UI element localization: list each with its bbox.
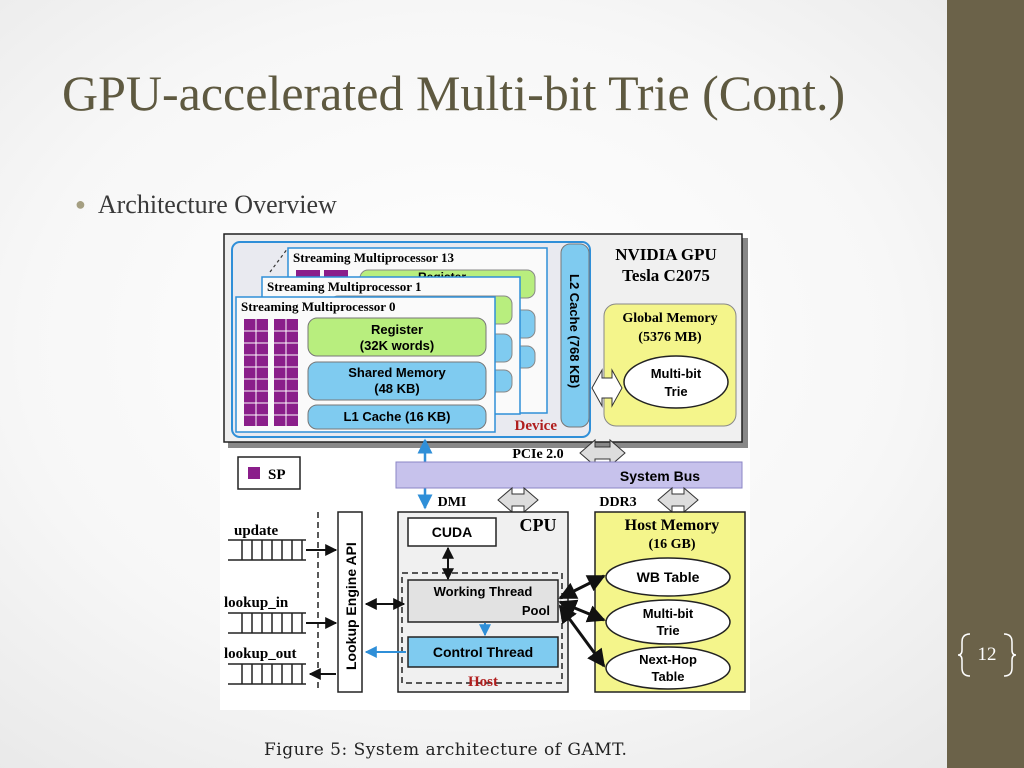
queue-update-buffer — [228, 539, 306, 561]
shared-memory-label: Shared Memory — [348, 365, 446, 380]
nexthop-table-label-2: Table — [652, 669, 685, 684]
l1-cache-label: L1 Cache (16 KB) — [344, 409, 451, 424]
queue-lookup-out-buffer — [228, 663, 306, 685]
sm-13-label: Streaming Multiprocessor 13 — [293, 250, 455, 265]
ddr3-label: DDR3 — [599, 495, 636, 510]
working-thread-label: Working Thread — [434, 584, 533, 599]
sm-0-sp-grid-right — [274, 319, 298, 426]
gpu-trie-node — [623, 355, 729, 409]
working-thread-pool-box — [407, 579, 559, 623]
device-label: Device — [515, 418, 558, 434]
l2-cache-box — [560, 243, 590, 428]
slide-number: 12 — [977, 644, 997, 665]
queue-lookup-out-label: lookup_out — [224, 646, 297, 662]
host-trie-label: Multi-bit — [643, 606, 694, 621]
dmi-label: DMI — [438, 495, 467, 510]
control-thread-box — [407, 636, 559, 668]
gpu-trie-label: Multi-bit — [651, 366, 702, 381]
pcie-connector-icon — [579, 438, 626, 468]
gpu-model: Tesla C2075 — [622, 266, 710, 285]
register-box — [307, 317, 487, 357]
nexthop-table-node — [605, 646, 731, 690]
l1-cache-box — [307, 404, 487, 430]
host-trie-node — [605, 599, 731, 645]
bullet-text: Architecture Overview — [97, 190, 337, 219]
pcie-label: PCIe 2.0 — [512, 447, 563, 462]
system-bus-bar — [395, 461, 743, 489]
figure-caption: Figure 5: System architecture of GAMT. — [264, 740, 628, 760]
shared-memory-box — [307, 361, 487, 401]
host-memory-label: Host Memory — [625, 517, 720, 534]
slide-number-badge: 12 — [958, 632, 1016, 678]
host-label: Host — [468, 674, 498, 690]
control-thread-label: Control Thread — [433, 644, 533, 660]
sp-legend-label: SP — [268, 467, 286, 483]
register-size: (32K words) — [360, 338, 434, 353]
global-memory-label: Global Memory — [622, 311, 717, 326]
system-bus-label: System Bus — [620, 468, 700, 484]
wb-table-node — [605, 557, 731, 597]
gpu-name: NVIDIA GPU — [615, 245, 717, 264]
shared-memory-size: (48 KB) — [374, 381, 420, 396]
l2-cache-label: L2 Cache (768 KB) — [567, 274, 582, 388]
api-label: Lookup Engine API — [343, 542, 359, 670]
queue-update-label: update — [234, 523, 279, 539]
architecture-diagram: NVIDIA GPU Tesla C2075 Device Streaming … — [220, 230, 750, 710]
l2-global-arrow-icon — [591, 368, 623, 408]
queue-lookup-in-buffer — [228, 612, 306, 634]
pool-wb-arrow — [558, 574, 606, 600]
sm-0-sp-grid-left — [244, 319, 268, 426]
bullet-item: ● Architecture Overview — [75, 190, 337, 220]
api-box — [337, 511, 363, 693]
pool-nexthop-arrow — [558, 604, 606, 668]
register-label: Register — [371, 322, 423, 337]
sm-ellipsis-line — [269, 247, 289, 273]
sm-0-label: Streaming Multiprocessor 0 — [241, 299, 396, 314]
queue-lookup-in-label: lookup_in — [224, 595, 289, 611]
sp-legend-swatch — [248, 467, 260, 479]
wb-table-label: WB Table — [637, 569, 700, 585]
bullet-dot-icon: ● — [75, 194, 86, 214]
sm-1-label: Streaming Multiprocessor 1 — [267, 279, 422, 294]
working-thread-label-2: Pool — [522, 603, 550, 618]
nexthop-table-label: Next-Hop — [639, 652, 697, 667]
host-trie-label-2: Trie — [656, 623, 679, 638]
cuda-box — [407, 517, 497, 547]
global-memory-size: (5376 MB) — [638, 330, 702, 345]
dmi-connector-icon — [497, 486, 539, 514]
cuda-label: CUDA — [432, 524, 472, 540]
cpu-label: CPU — [520, 515, 557, 535]
bracket-icon — [958, 633, 1016, 677]
ddr3-connector-icon — [657, 486, 699, 514]
host-memory-size: (16 GB) — [648, 537, 695, 552]
slide-title: GPU-accelerated Multi-bit Trie (Cont.) — [62, 65, 846, 121]
gpu-trie-label-2: Trie — [664, 384, 687, 399]
